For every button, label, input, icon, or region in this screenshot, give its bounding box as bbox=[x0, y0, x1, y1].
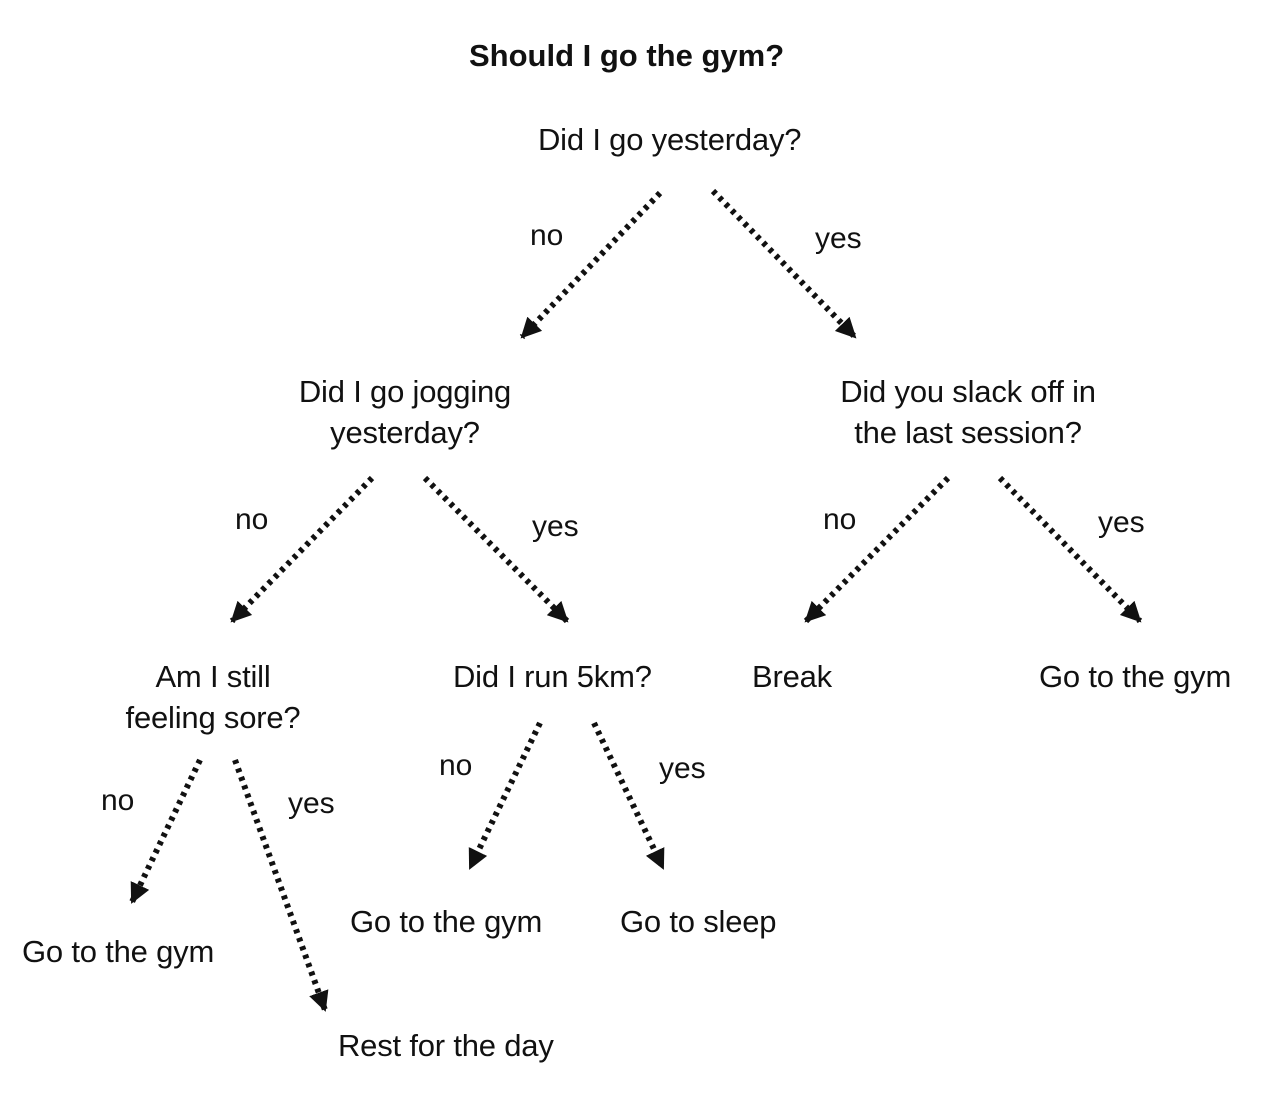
node-did-i-go-yesterday: Did I go yesterday? bbox=[538, 122, 802, 157]
arrow-slack-yes bbox=[997, 475, 1143, 624]
node-am-i-still-sore: Am I still feeling sore? bbox=[125, 659, 301, 735]
edge-label-root-yes: yes bbox=[815, 222, 862, 255]
edge-label-run-no: no bbox=[439, 749, 473, 782]
node-did-you-slack-off: Did you slack off in the last session? bbox=[840, 374, 1096, 450]
arrow-root-no bbox=[519, 190, 663, 340]
edge-label-sore-no: no bbox=[101, 784, 135, 817]
edge-label-slack-yes: yes bbox=[1098, 506, 1145, 539]
leaf-go-to-gym-sore: Go to the gym bbox=[22, 934, 215, 969]
edge-label-run-yes: yes bbox=[659, 752, 706, 785]
edge-label-sore-yes: yes bbox=[288, 787, 335, 820]
edge-label-root-no: no bbox=[530, 219, 564, 252]
leaf-go-to-gym-run: Go to the gym bbox=[350, 904, 543, 939]
node-did-i-go-jogging: Did I go jogging yesterday? bbox=[298, 374, 512, 450]
arrow-sore-no bbox=[129, 758, 203, 904]
arrow-jog-no bbox=[229, 475, 375, 624]
diagram-title: Should I go the gym? bbox=[469, 38, 785, 73]
edge-label-jog-no: no bbox=[235, 503, 269, 536]
edge-label-jog-yes: yes bbox=[532, 510, 579, 543]
leaf-go-to-sleep: Go to sleep bbox=[620, 904, 777, 939]
leaf-rest-for-the-day: Rest for the day bbox=[338, 1028, 554, 1063]
node-did-i-run-5km: Did I run 5km? bbox=[453, 659, 652, 694]
arrow-run-no bbox=[467, 721, 543, 870]
arrow-jog-yes bbox=[422, 475, 570, 624]
leaf-break: Break bbox=[752, 659, 832, 694]
arrow-slack-no bbox=[803, 475, 951, 624]
arrow-run-yes bbox=[591, 721, 666, 870]
leaf-go-to-gym-right: Go to the gym bbox=[1039, 659, 1232, 694]
edge-label-slack-no: no bbox=[823, 503, 857, 536]
arrow-root-yes bbox=[710, 188, 858, 340]
